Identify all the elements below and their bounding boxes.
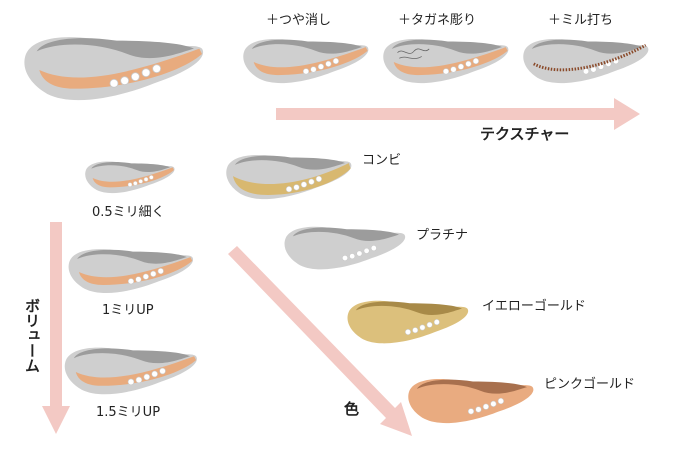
ring-milgrain-image <box>520 34 652 90</box>
texture-axis-label: テクスチャー <box>480 125 570 143</box>
volume-option-thin: 0.5ミリ細く <box>92 205 165 220</box>
ring-engraved-image <box>380 34 512 90</box>
color-option-pink-gold: ピンクゴールド <box>544 377 636 392</box>
texture-option-engraving: ＋タガネ彫り <box>398 13 477 28</box>
color-option-platinum: プラチナ <box>416 228 469 243</box>
volume-axis-label: ボリューム <box>23 298 41 373</box>
color-option-yellow-gold: イエローゴールド <box>482 299 586 314</box>
volume-option-1-5mm: 1.5ミリUP <box>96 405 161 420</box>
texture-option-matte: ＋つや消し <box>266 13 332 28</box>
texture-option-milgrain: ＋ミル打ち <box>548 13 614 28</box>
color-option-combi: コンビ <box>362 153 402 168</box>
color-axis-label: 色 <box>344 400 360 418</box>
volume-option-1mm: 1ミリUP <box>102 303 154 318</box>
